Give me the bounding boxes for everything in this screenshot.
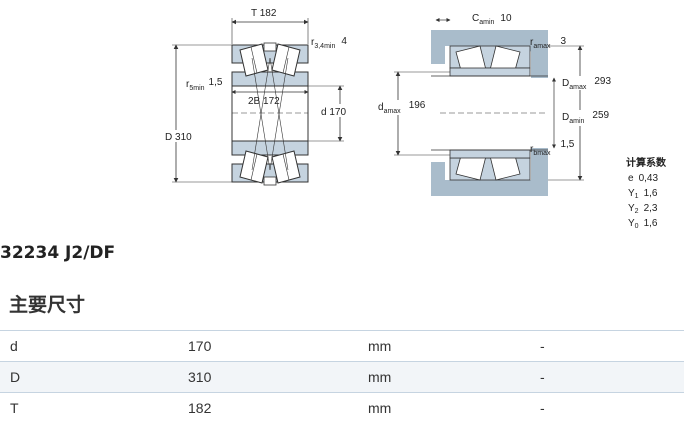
calc-factors-title: 计算系数 [626,156,667,169]
dimensions-table: d 170 mm - D 310 mm - T 182 mm - [0,330,684,424]
row-unit: mm [368,400,392,417]
row-value: 170 [188,338,212,354]
inner-ring-top [231,71,309,87]
row-symbol: D [10,369,21,385]
section-title: 主要尺寸 [9,294,86,316]
row-value: 310 [188,369,212,385]
row-unit: mm [368,338,392,354]
table-row: T 182 mm - [0,392,684,424]
dim-D-label: D 310 [165,132,192,143]
dim-rbmax-label: rbmax1,5 [530,139,575,157]
dim-T-label: T 182 [251,8,277,19]
table-row: d 170 mm - [0,330,684,362]
dim-2B-label: 2B 172 [248,96,280,107]
dim-Damax-label: Damax293 [562,76,611,91]
product-title: 32234 J2/DF [0,243,116,263]
dim-Damin-label: Damin259 [562,110,610,125]
row-symbol: d [10,338,18,354]
row-unit: mm [368,369,392,385]
row-symbol: T [10,400,19,417]
dim-r5-label: r5min1,5 [186,77,223,92]
row-extra: - [540,400,545,417]
inner-ring-bottom [231,140,309,156]
dim-damax-label: damax196 [378,100,426,115]
table-row: D 310 mm - [0,361,684,393]
row-extra: - [540,369,545,385]
shaft-top [431,46,445,64]
row-extra: - [540,338,545,354]
dim-d-label: d 170 [321,107,346,118]
row-value: 182 [188,400,212,417]
